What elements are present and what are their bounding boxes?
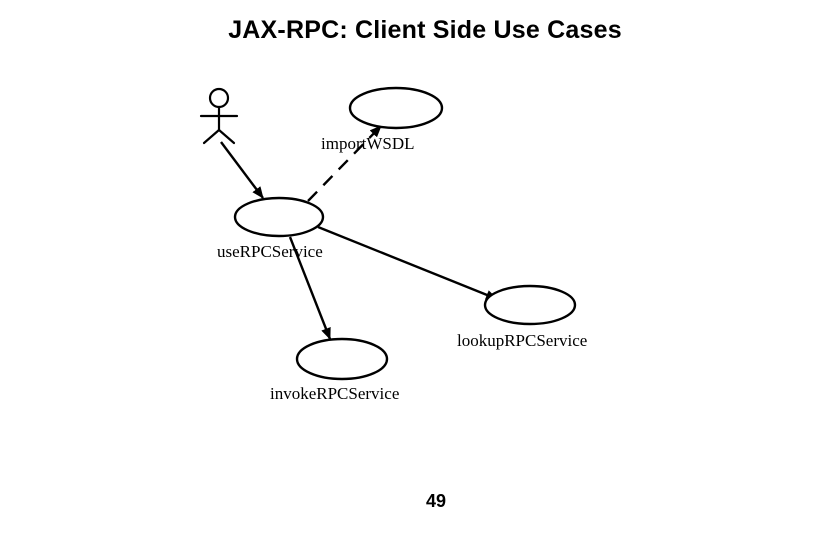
use-case-ellipse <box>483 284 577 326</box>
stick-figure-actor-icon <box>199 87 239 145</box>
actor-head <box>208 87 230 109</box>
use-case-label-invoke-rpc-service: invokeRPCService <box>270 384 399 403</box>
page-number: 49 <box>425 491 447 511</box>
slide-title: JAX-RPC: Client Side Use Cases <box>228 16 622 44</box>
use-case-ellipse <box>295 337 389 381</box>
use-rpc-service-to-invoke-rpc-service-arrow <box>288 236 332 340</box>
actor-to-use-rpc-service-arrow <box>220 141 264 199</box>
actor-left-leg <box>202 128 221 145</box>
use-case-label-import-wsdl: importWSDL <box>321 134 415 153</box>
use-case-import-wsdl: importWSDL <box>321 86 444 153</box>
use-case-label-lookup-rpc-service: lookupRPCService <box>457 331 587 350</box>
use-case-use-rpc-service: useRPCService <box>217 196 325 261</box>
use-rpc-service-to-lookup-rpc-service-arrow <box>317 225 498 301</box>
use-rpc-service-to-import-wsdl-dashed-arrow <box>307 125 382 202</box>
use-case-invoke-rpc-service: invokeRPCService <box>270 337 399 403</box>
use-case-ellipse <box>348 86 444 130</box>
actor-right-leg <box>217 128 236 145</box>
use-case-lookup-rpc-service: lookupRPCService <box>457 284 587 350</box>
use-case-label-use-rpc-service: useRPCService <box>217 242 323 261</box>
use-case-ellipse <box>233 196 325 238</box>
